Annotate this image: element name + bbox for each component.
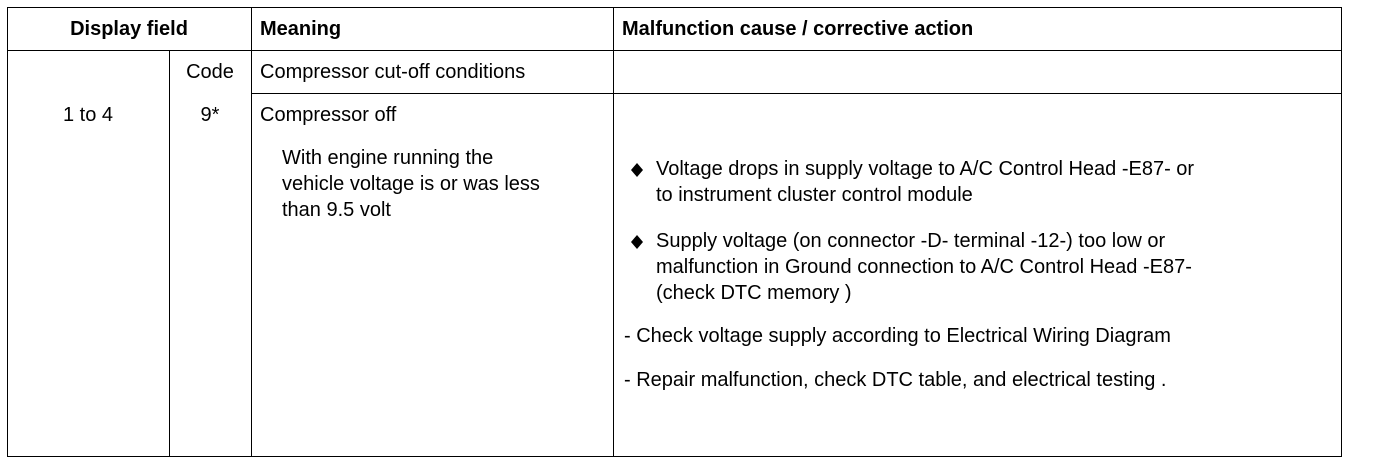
table-border-top (7, 7, 1342, 8)
row-display-field: 1 to 4 (62, 104, 114, 126)
cause-line: to instrument cluster control module (656, 184, 973, 206)
meaning-detail-line: than 9.5 volt (282, 199, 391, 221)
table-border-right (1341, 7, 1342, 457)
table-divider-malfunction (613, 7, 614, 457)
header-display-field: Display field (70, 18, 188, 40)
header-meaning: Meaning (260, 18, 342, 40)
cause-line: Supply voltage (on connector -D- termina… (656, 230, 1166, 252)
table-border-left (7, 7, 8, 457)
code-label: Code (186, 61, 234, 83)
action-line: - Repair malfunction, check DTC table, a… (624, 369, 1167, 391)
cause-line: (check DTC memory ) (656, 282, 852, 304)
row-code: 9* (200, 104, 220, 126)
table-divider-meaning (251, 7, 252, 457)
row-meaning-title: Compressor off (260, 104, 397, 126)
table-border-bottom (7, 456, 1342, 457)
cause-line: Voltage drops in supply voltage to A/C C… (656, 158, 1195, 180)
table-header-divider (7, 50, 1342, 51)
subheader-meaning: Compressor cut-off conditions (260, 61, 526, 83)
meaning-detail-line: With engine running the (282, 147, 494, 169)
header-malfunction: Malfunction cause / corrective action (622, 18, 974, 40)
table-subheader-divider (251, 93, 1342, 94)
cause-line: malfunction in Ground connection to A/C … (656, 256, 1192, 278)
meaning-detail-line: vehicle voltage is or was less (282, 173, 540, 195)
action-line: - Check voltage supply according to Elec… (624, 325, 1171, 347)
table-divider-code (169, 50, 170, 457)
diamond-bullet-icon (631, 235, 643, 249)
diamond-bullet-icon (631, 163, 643, 177)
